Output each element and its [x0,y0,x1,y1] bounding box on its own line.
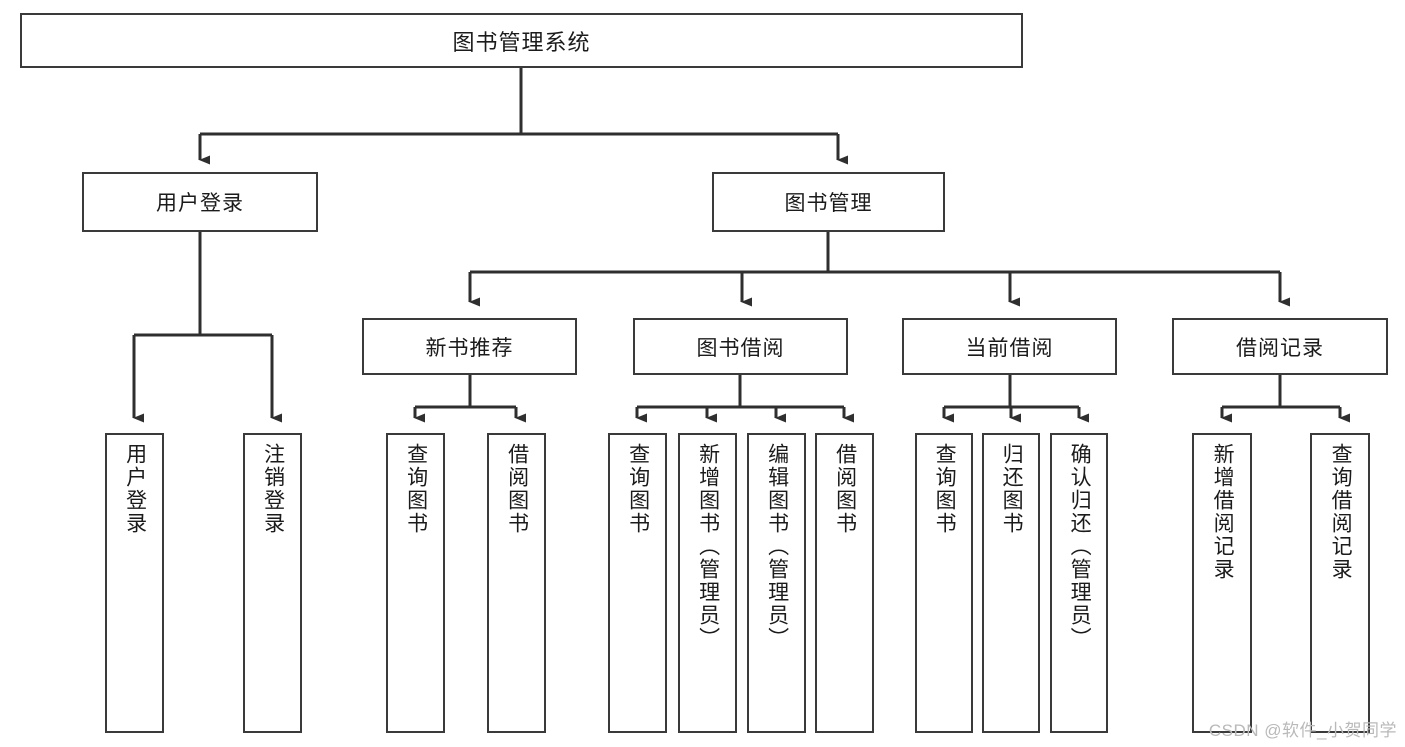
leaf-label: 用户登录 [123,443,147,535]
leaf-label: 归还图书 [1000,443,1024,535]
node-root-label: 图书管理系统 [452,29,591,55]
node-book-borrow[interactable]: 图书借阅 [633,318,848,375]
node-current-borrow[interactable]: 当前借阅 [902,318,1117,375]
leaf-new-book-borrow[interactable]: 借阅图书 [487,433,546,733]
node-book-borrow-label: 图书借阅 [696,336,785,360]
node-book-management[interactable]: 图书管理 [712,172,945,232]
leaf-current-borrow-return[interactable]: 归还图书 [982,433,1040,733]
leaf-book-borrow-borrow[interactable]: 借阅图书 [815,433,874,733]
node-new-book-recommend[interactable]: 新书推荐 [362,318,577,375]
leaf-user-login-logout[interactable]: 注销登录 [243,433,302,733]
leaf-label: 查询图书 [626,443,650,535]
leaf-book-borrow-edit[interactable]: 编辑图书（管理员） [747,433,806,733]
node-current-borrow-label: 当前借阅 [965,336,1054,360]
leaf-borrow-record-add[interactable]: 新增借阅记录 [1192,433,1252,733]
leaf-borrow-record-query[interactable]: 查询借阅记录 [1310,433,1370,733]
leaf-label: 借阅图书 [833,443,857,535]
leaf-label: 确认归还（管理员） [1068,443,1092,650]
leaf-label: 编辑图书（管理员） [765,443,789,650]
leaf-label: 查询借阅记录 [1329,443,1353,581]
node-borrow-record-label: 借阅记录 [1236,336,1324,360]
leaf-current-borrow-query[interactable]: 查询图书 [915,433,973,733]
leaf-new-book-query[interactable]: 查询图书 [386,433,445,733]
watermark: CSDN @软件_小贺同学 [1208,721,1397,740]
node-root[interactable]: 图书管理系统 [20,13,1023,68]
leaf-current-borrow-confirm[interactable]: 确认归还（管理员） [1050,433,1108,733]
leaf-book-borrow-query[interactable]: 查询图书 [608,433,667,733]
leaf-label: 借阅图书 [505,443,529,535]
node-borrow-record[interactable]: 借阅记录 [1172,318,1388,375]
node-user-login-label: 用户登录 [156,192,244,215]
leaf-label: 新增借阅记录 [1211,443,1235,581]
node-book-management-label: 图书管理 [784,192,873,215]
node-user-login[interactable]: 用户登录 [82,172,318,232]
leaf-label: 查询图书 [933,443,957,535]
leaf-label: 新增图书（管理员） [696,443,720,650]
leaf-book-borrow-add[interactable]: 新增图书（管理员） [678,433,737,733]
leaf-user-login-login[interactable]: 用户登录 [105,433,164,733]
node-new-book-recommend-label: 新书推荐 [425,336,514,360]
leaf-label: 查询图书 [404,443,428,535]
leaf-label: 注销登录 [261,443,285,535]
